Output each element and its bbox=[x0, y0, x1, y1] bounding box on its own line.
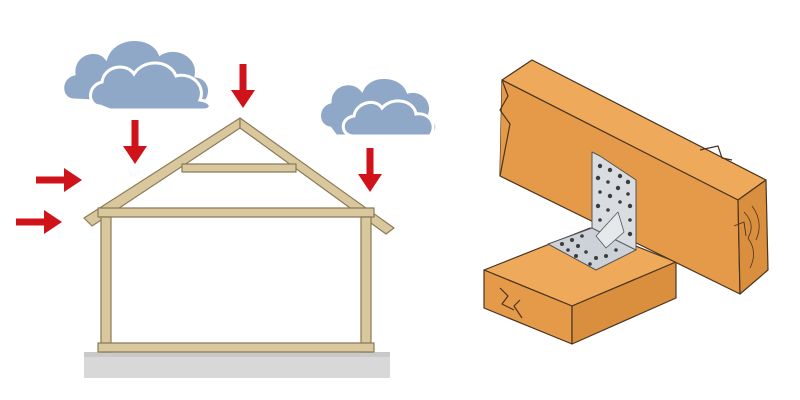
timber-frame bbox=[83, 117, 395, 353]
ceiling-joist bbox=[97, 207, 375, 218]
snow-load-arrow-icon bbox=[123, 120, 147, 164]
cloud-icon bbox=[61, 38, 212, 112]
right-wall-stud bbox=[360, 216, 372, 353]
snow-load-arrow-icon bbox=[358, 148, 382, 192]
left-wall-stud bbox=[100, 216, 112, 353]
collar-tie bbox=[181, 163, 297, 173]
bottom-plate bbox=[97, 342, 375, 353]
timber-connection-illustration bbox=[483, 59, 769, 345]
angle-bracket-icon bbox=[547, 151, 637, 271]
roof-load-arrow-icon bbox=[231, 64, 255, 108]
house-frame-illustration bbox=[16, 38, 439, 378]
right-rafter bbox=[239, 117, 395, 235]
wind-load-arrow-icon bbox=[36, 168, 82, 192]
wind-load-arrow-icon bbox=[16, 210, 62, 234]
cloud-icon bbox=[318, 76, 439, 138]
foundation-slab bbox=[84, 352, 390, 378]
